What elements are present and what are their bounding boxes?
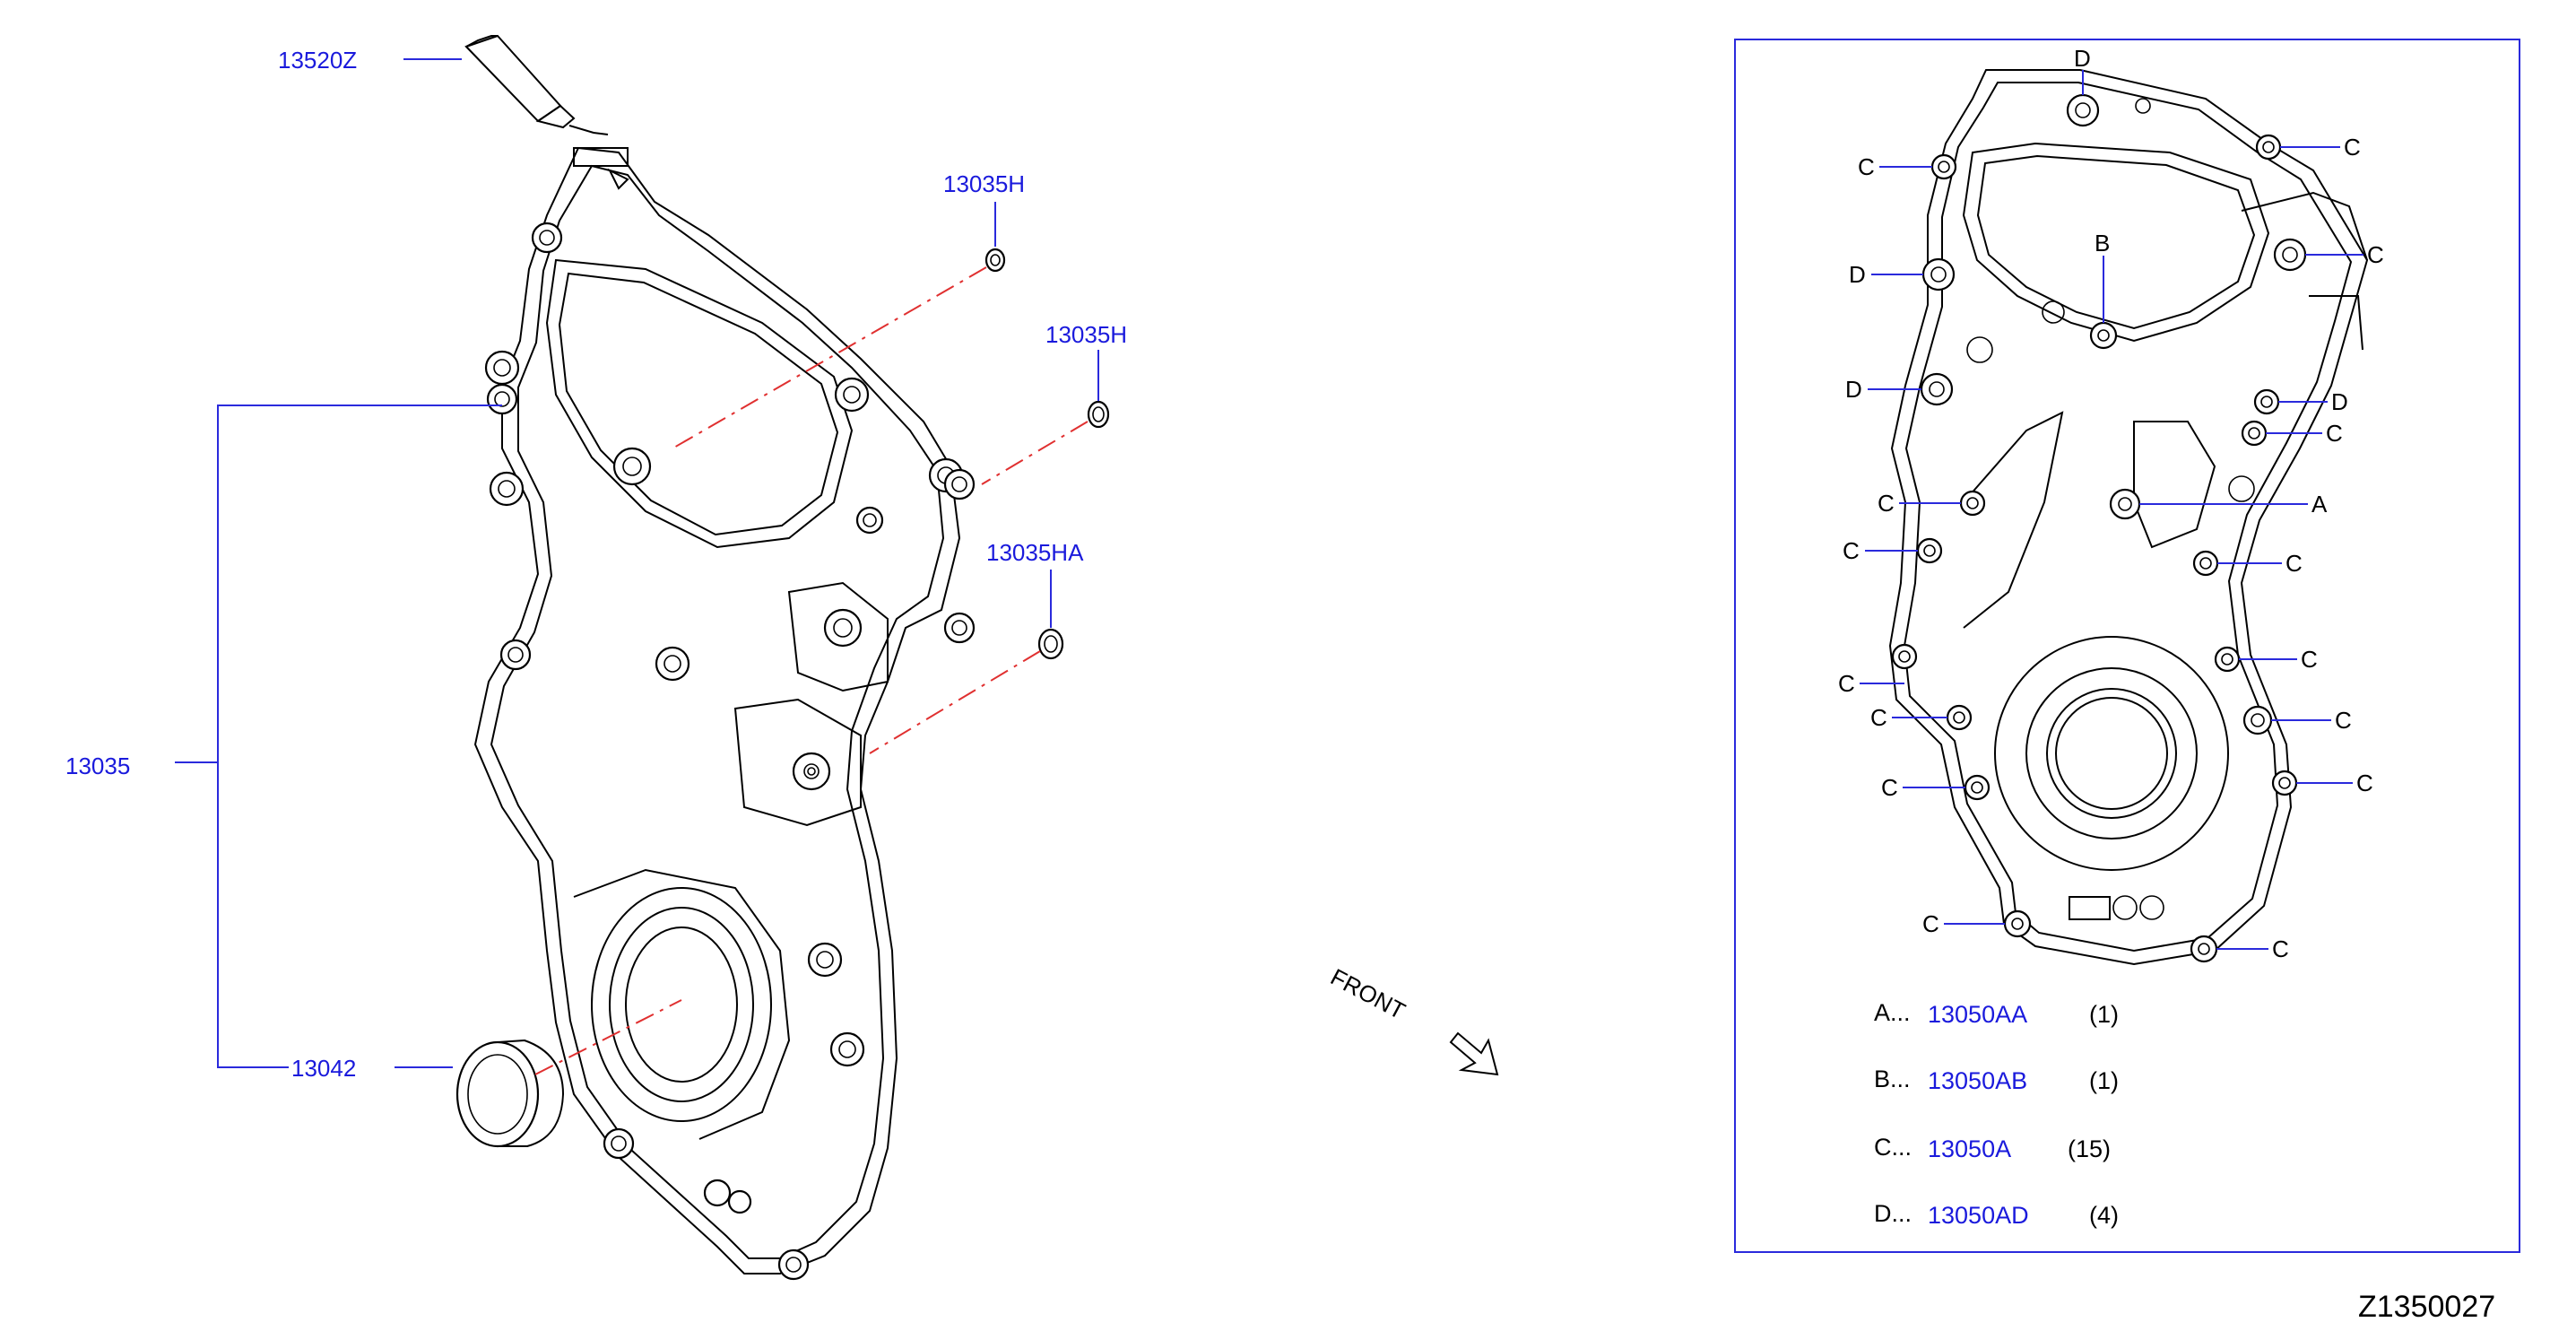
legend-part[interactable]: 13050AA	[1928, 1001, 2027, 1028]
bolt-c-11: C	[2335, 707, 2352, 734]
legend-letter: C...	[1874, 1134, 1912, 1161]
callout-13035h-2[interactable]: 13035H	[1045, 321, 1127, 348]
bolt-c-14: C	[1922, 910, 1939, 937]
bolt-c-13: C	[2356, 770, 2373, 796]
bolt-c-15: C	[2272, 935, 2289, 962]
legend-row-c: C... 13050A (15)	[1874, 1134, 2111, 1162]
legend-part[interactable]: 13050AD	[1928, 1202, 2029, 1229]
legend-qty: (4)	[2089, 1202, 2119, 1229]
legend-letter: B...	[1874, 1066, 1911, 1092]
bolt-c-8: C	[1838, 670, 1855, 697]
front-label: FRONT	[1326, 963, 1409, 1025]
bolt-c-1: C	[1858, 153, 1875, 180]
legend-part[interactable]: 13050A	[1928, 1135, 2011, 1162]
bolt-c-10: C	[1870, 704, 1887, 731]
legend-part[interactable]: 13050AB	[1928, 1067, 2027, 1094]
o-ring-13035ha	[1037, 628, 1064, 660]
callout-13035ha[interactable]: 13035HA	[986, 539, 1084, 566]
bolt-detail-frame	[1734, 39, 2520, 1253]
timing-cover-front-view	[1888, 69, 2369, 966]
bolt-legend: A... 13050AA (1) B... 13050AB (1) C... 1…	[1874, 999, 2119, 1229]
bolt-a: A	[2311, 491, 2328, 518]
callout-13035[interactable]: 13035	[65, 752, 130, 779]
bolt-c-3: C	[2367, 241, 2384, 268]
bolt-d-3: D	[1845, 376, 1862, 403]
bolt-c-7: C	[2285, 550, 2303, 577]
legend-letter: A...	[1874, 999, 1911, 1026]
sealant-tube	[464, 34, 609, 135]
bolt-c-6: C	[1843, 537, 1860, 564]
bolt-d-4: D	[2331, 388, 2348, 415]
bolt-c-2: C	[2344, 134, 2361, 161]
callout-13042[interactable]: 13042	[291, 1055, 356, 1082]
bolt-c-4: C	[2326, 420, 2343, 447]
bolt-leaders	[1860, 70, 2364, 950]
legend-row-b: B... 13050AB (1)	[1874, 1066, 2119, 1094]
legend-qty: (1)	[2089, 1067, 2119, 1094]
legend-row-a: A... 13050AA (1)	[1874, 999, 2119, 1028]
callout-13520z[interactable]: 13520Z	[278, 47, 357, 74]
timing-cover-exploded	[455, 34, 1110, 1281]
o-ring-13035h-1	[984, 248, 1006, 273]
bolt-c-9: C	[2301, 646, 2318, 673]
legend-letter: D...	[1874, 1200, 1912, 1227]
bolt-b: B	[2095, 230, 2110, 257]
legend-qty: (1)	[2089, 1001, 2119, 1028]
oil-seal	[455, 1039, 565, 1148]
bolt-c-5: C	[1878, 490, 1895, 517]
bolt-d-top: D	[2074, 45, 2091, 72]
callout-13035h-1[interactable]: 13035H	[943, 170, 1025, 197]
bolt-c-12: C	[1881, 774, 1898, 801]
legend-qty: (15)	[2068, 1135, 2111, 1162]
bolt-letters: D C C C D B D D C C A C C C C C C C C C …	[1838, 45, 2384, 962]
bolt-d-2: D	[1849, 261, 1866, 288]
o-ring-13035h-2	[1087, 400, 1110, 429]
front-indicator: FRONT	[1326, 963, 1499, 1076]
legend-row-d: D... 13050AD (4)	[1874, 1200, 2119, 1229]
diagram-code: Z1350027	[2358, 1290, 2495, 1324]
